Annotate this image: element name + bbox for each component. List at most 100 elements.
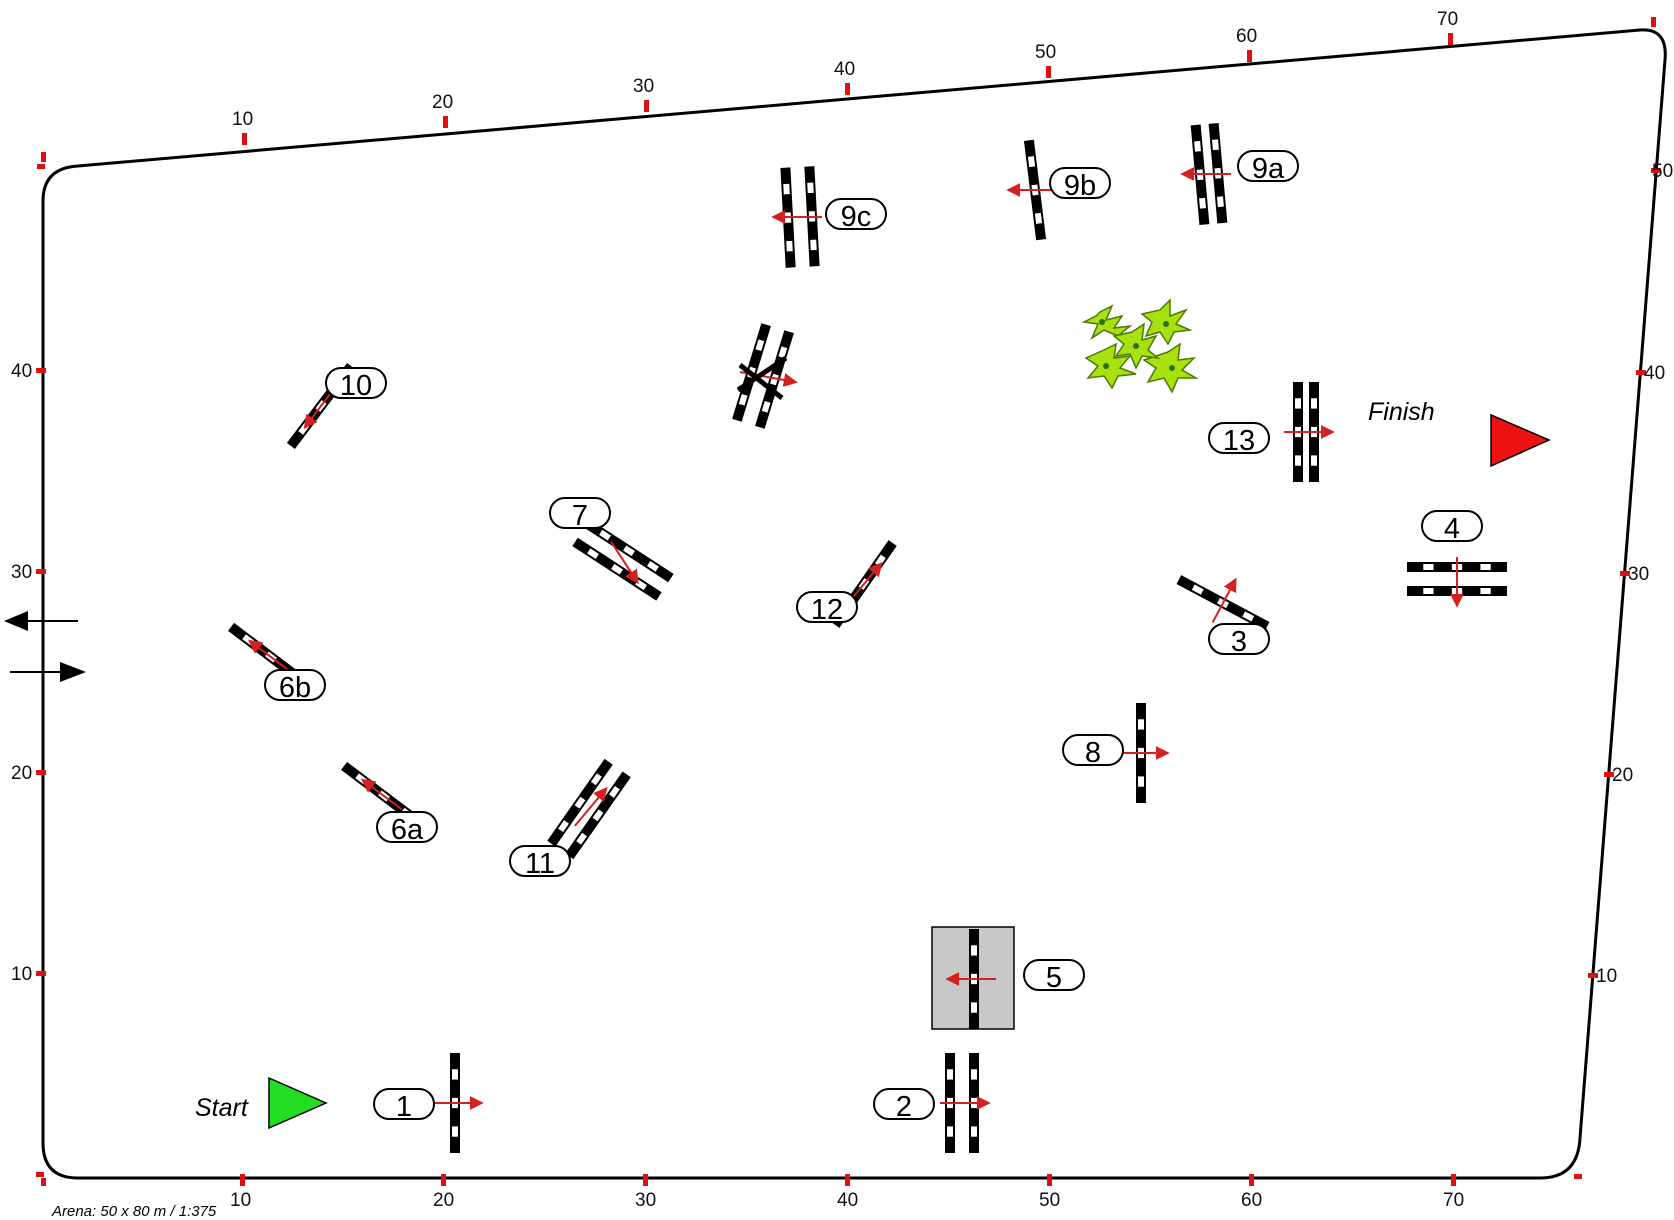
svg-text:20: 20: [1612, 765, 1633, 786]
top-tick: 30: [633, 76, 654, 112]
obstacle-number: 1: [396, 1091, 412, 1123]
obstacle-number: 9c: [841, 201, 872, 233]
start-marker: Start: [195, 1076, 328, 1130]
corner-markers: [36, 17, 1656, 1186]
obstacle-number: 2: [896, 1091, 912, 1123]
svg-text:10: 10: [232, 109, 253, 130]
obstacle-9b: 9b: [1006, 139, 1111, 241]
obstacle-number: 6b: [279, 672, 311, 704]
top-tick: 10: [232, 109, 253, 145]
obstacle-label: 10: [325, 367, 387, 402]
bottom-tick: 50: [1039, 1174, 1060, 1211]
top-tick: 60: [1236, 26, 1257, 62]
obstacle-label: 3: [1208, 623, 1270, 658]
rail-segment: [1295, 455, 1301, 466]
rail-segment: [971, 1002, 977, 1013]
top-tick: 20: [432, 92, 453, 128]
top-tick: 70: [1437, 9, 1458, 45]
obstacle-number: 9b: [1064, 170, 1096, 202]
obstacle-6a: 6a: [341, 761, 438, 846]
obstacle-label: 12: [796, 591, 858, 626]
right-tick: 50: [1651, 161, 1673, 182]
rail-segment: [1311, 455, 1317, 466]
top-tick: 50: [1035, 42, 1056, 78]
obstacle-number: 11: [525, 848, 555, 880]
obstacle-9a: 9a: [1180, 122, 1299, 226]
bottom-tick: 30: [635, 1174, 656, 1211]
rail-segment: [1311, 398, 1317, 409]
arena-caption: Arena: 50 x 80 m / 1:375: [51, 1203, 217, 1220]
rail-segment: [971, 1126, 977, 1137]
svg-text:50: 50: [1039, 1190, 1060, 1211]
obstacle-9c: 9c: [771, 166, 887, 268]
rail-segment: [1212, 139, 1219, 151]
obstacle-number: 8: [1085, 737, 1101, 769]
direction-arrow-icon: [1211, 577, 1237, 623]
svg-text:40: 40: [834, 59, 855, 80]
obstacle-label: 5: [1023, 959, 1085, 994]
crossed-out-obstacle-icon: [732, 323, 798, 429]
rail-segment: [778, 346, 788, 358]
svg-text:70: 70: [1443, 1190, 1464, 1211]
rail-segment: [611, 563, 623, 575]
obstacle-8: 8: [1062, 703, 1170, 803]
obstacle-number: 5: [1046, 962, 1062, 994]
left-tick: 30: [11, 562, 46, 583]
rail-segment: [452, 1069, 458, 1080]
svg-text:Finish: Finish: [1368, 398, 1435, 426]
left-tick: 20: [11, 763, 46, 784]
rail-segment: [1423, 588, 1434, 594]
svg-text:20: 20: [11, 763, 32, 784]
bush-icon: [1081, 298, 1199, 394]
direction-arrow-icon: [247, 639, 290, 672]
svg-text:10: 10: [230, 1190, 251, 1211]
rail-segment: [807, 182, 814, 194]
obstacle-label: 2: [873, 1088, 935, 1123]
svg-text:30: 30: [635, 1190, 656, 1211]
obstacle-label: 4: [1421, 510, 1483, 545]
rail-segment: [1217, 196, 1224, 208]
bottom-tick: 20: [433, 1174, 454, 1211]
svg-text:50: 50: [1035, 42, 1056, 63]
left-tick: 10: [11, 964, 46, 985]
rail-segment: [947, 1069, 953, 1080]
oxer-icon: [547, 758, 631, 860]
direction-arrow-icon: [303, 387, 336, 430]
bottom-tick: 10: [230, 1174, 251, 1211]
rail-segment: [810, 239, 817, 251]
rail-segment: [1480, 564, 1491, 570]
rail-segment: [738, 394, 748, 406]
direction-arrow-icon: [574, 786, 608, 827]
right-tick: 10: [1588, 966, 1617, 987]
obstacle-5: 5: [931, 926, 1085, 1030]
obstacle-label: 8: [1062, 734, 1124, 769]
top-ruler: 10 20 30 40 50 60 70: [232, 9, 1458, 145]
rail-segment: [1242, 611, 1255, 622]
rail-segment: [587, 548, 599, 559]
rail-segment: [947, 1126, 953, 1137]
obstacle-4: 4: [1407, 510, 1507, 608]
obstacle-label: 1: [373, 1088, 435, 1123]
left-tick: 40: [11, 361, 46, 382]
rail-segment: [1027, 156, 1036, 168]
bottom-ruler: 10 20 30 40 50 60 70: [230, 1174, 1464, 1211]
bottom-tick: 40: [837, 1174, 858, 1211]
obstacle-label: 9a: [1237, 150, 1299, 185]
obstacle-number: 12: [811, 594, 843, 626]
obstacle-number: 7: [572, 500, 588, 532]
rail-segment: [576, 832, 588, 845]
obstacle-number: 4: [1444, 513, 1460, 545]
svg-text:20: 20: [433, 1190, 454, 1211]
rail-segment: [590, 773, 602, 786]
obstacle-number: 3: [1231, 626, 1247, 658]
svg-text:40: 40: [11, 361, 32, 382]
svg-text:40: 40: [837, 1190, 858, 1211]
obstacle-label: 6b: [264, 669, 326, 704]
rail-segment: [592, 809, 604, 822]
obstacle-11: 11: [509, 758, 631, 880]
rail-segment: [971, 945, 977, 956]
obstacle-1: 1: [373, 1053, 484, 1153]
svg-text:60: 60: [1241, 1190, 1262, 1211]
top-tick: 40: [834, 59, 855, 95]
